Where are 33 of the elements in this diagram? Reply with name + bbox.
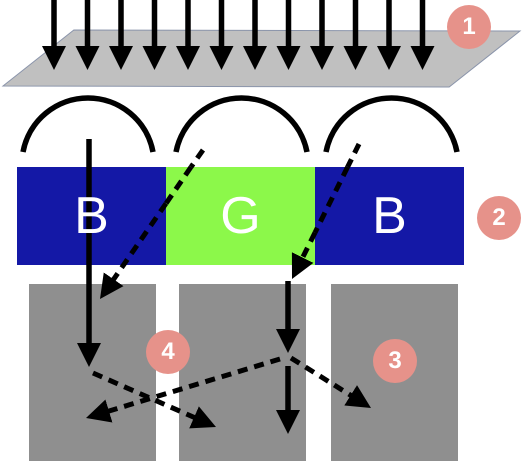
arrow <box>76 0 100 70</box>
dashed-line <box>188 148 206 168</box>
lens-arc <box>323 95 460 152</box>
dashed-line <box>164 166 194 205</box>
dashed-line <box>312 166 350 234</box>
arrow <box>210 0 234 70</box>
arrow <box>142 0 166 70</box>
arrow <box>42 0 66 70</box>
dashed-arrow <box>292 232 318 279</box>
arrow <box>276 366 300 434</box>
arrow <box>109 0 133 70</box>
callout-number: 2 <box>477 196 521 240</box>
pixel-block <box>331 284 458 461</box>
dashed-arrow <box>290 356 371 408</box>
dashed-arrow <box>86 356 281 422</box>
arrow <box>276 281 300 353</box>
arrow <box>377 0 401 70</box>
color-filter: B <box>315 167 464 265</box>
dashed-line <box>345 142 362 168</box>
pixel-block <box>179 284 306 461</box>
arrow <box>410 0 434 70</box>
arrow <box>176 0 200 70</box>
line <box>86 139 92 167</box>
arrow <box>310 0 334 70</box>
callout-number: 1 <box>447 5 491 49</box>
arrow <box>276 0 300 70</box>
color-filter: G <box>166 167 315 265</box>
arrow <box>243 0 267 70</box>
dashed-arrow <box>100 202 168 299</box>
pixel-block <box>29 284 156 461</box>
lens-arc <box>20 95 156 152</box>
lens-arc <box>173 95 310 152</box>
arrow <box>344 0 368 70</box>
